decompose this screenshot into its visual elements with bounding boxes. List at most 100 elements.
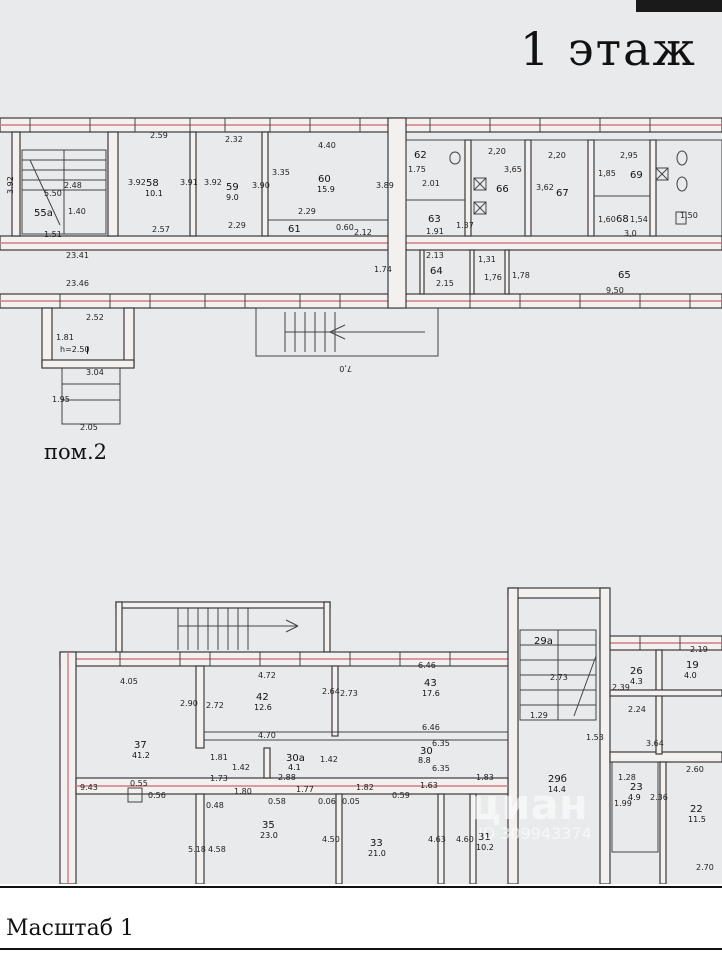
plan-label-9: 9.0 <box>226 193 239 202</box>
plan-label-36: 23.46 <box>66 279 89 288</box>
watermark-logo: циан <box>470 780 588 829</box>
plan-label-102: 3.64 <box>646 739 664 748</box>
plan-label-80: 2.88 <box>278 773 296 782</box>
plan-label-7: 10.1 <box>145 189 163 198</box>
footer-bottom-rule <box>0 948 722 950</box>
floor-plan-sheet: 1 этаж <box>0 0 722 884</box>
watermark-id: ID 309943374 <box>478 824 592 843</box>
floor-plan-drawing: 2.59 2.32 4.40 2,20 2,20 2,95 58 10.1 59… <box>0 117 722 884</box>
plan-label-12: 61 <box>288 224 301 235</box>
plan-label-69: 2.90 <box>180 699 198 708</box>
plan-label-110: 2.70 <box>696 863 714 872</box>
plan-label-112: 37 <box>134 740 147 751</box>
plan-label-50: 3,0 <box>624 229 637 238</box>
plan-label-64: 2.05 <box>80 423 98 432</box>
plan-label-32: 2.29 <box>228 221 246 230</box>
plan-label-3: 2,20 <box>488 147 506 156</box>
floor-title: 1 этаж <box>520 22 697 76</box>
plan-label-39: 1,31 <box>478 255 496 264</box>
plan-label-135: 23 <box>630 782 643 793</box>
room-label-pom2: пом.2 <box>44 440 108 464</box>
plan-label-59: 2.52 <box>86 313 104 322</box>
plan-label-124: 33 <box>370 838 383 849</box>
plan-label-11: 15.9 <box>317 185 335 194</box>
plan-label-93: 1.83 <box>476 773 494 782</box>
plan-label-44: 3,65 <box>504 165 522 174</box>
plan-label-48: 1,54 <box>630 215 648 224</box>
plan-label-115: 12.6 <box>254 703 272 712</box>
plan-label-105: 2.73 <box>550 673 568 682</box>
plan-label-10: 60 <box>318 174 331 185</box>
plan-label-101: 2.60 <box>686 765 704 774</box>
plan-label-42: 2.15 <box>436 279 454 288</box>
plan-label-46: 1,85 <box>598 169 616 178</box>
plan-label-108: 1.99 <box>614 799 632 808</box>
plan-label-17: 65 <box>618 270 631 281</box>
plan-label-45: 3,62 <box>536 183 554 192</box>
plan-label-28: 3.90 <box>252 181 270 190</box>
plan-label-87: 4.50 <box>322 835 340 844</box>
plan-label-68: 6.46 <box>418 661 436 670</box>
plan-label-77: 1.81 <box>210 753 228 762</box>
plan-label-117: 17.6 <box>422 689 440 698</box>
plan-label-90: 1.80 <box>234 787 252 796</box>
plan-label-75: 6.35 <box>432 739 450 748</box>
plan-label-98: 0.59 <box>392 791 410 800</box>
plan-label-96: 0.06 <box>318 797 336 806</box>
plan-label-123: 23.0 <box>260 831 278 840</box>
plan-label-49: 1,50 <box>680 211 698 220</box>
plan-label-132: 4.3 <box>630 677 643 686</box>
plan-label-31: 2.57 <box>152 225 170 234</box>
plan-label-60: 1.81 <box>56 333 74 342</box>
plan-label-116: 43 <box>424 678 437 689</box>
plan-label-95: 0.58 <box>268 797 286 806</box>
plan-label-23: I <box>86 346 89 357</box>
plan-label-67: 4.72 <box>258 671 276 680</box>
plan-label-74: 6.46 <box>422 723 440 732</box>
plan-label-94: 0.48 <box>206 801 224 810</box>
plan-label-99: 1.63 <box>420 781 438 790</box>
plan-label-138: 11.5 <box>688 815 706 824</box>
plan-label-125: 21.0 <box>368 849 386 858</box>
scale-label: Масштаб 1 <box>6 916 134 941</box>
plan-label-65: 7,0 <box>339 364 352 373</box>
plan-label-134: 4.0 <box>684 671 697 680</box>
plan-label-0: 2.59 <box>150 131 168 140</box>
plan-label-8: 59 <box>226 182 239 193</box>
plan-label-43: 9,50 <box>606 286 624 295</box>
plan-label-4: 2,20 <box>548 151 566 160</box>
plan-label-118: 30a <box>286 753 305 764</box>
plan-label-131: 26 <box>630 666 643 677</box>
plan-label-2: 4.40 <box>318 141 336 150</box>
plan-label-13: 2.29 <box>298 207 316 216</box>
plan-label-78: 1.42 <box>232 763 250 772</box>
plan-label-76: 6.35 <box>432 764 450 773</box>
plan-label-137: 22 <box>690 804 703 815</box>
plan-label-100: 2.19 <box>690 645 708 654</box>
plan-label-63: 1.95 <box>52 395 70 404</box>
plan-label-91: 1.77 <box>296 785 314 794</box>
plan-label-126: 31 <box>478 832 491 843</box>
plan-label-27: 3.92 <box>204 178 222 187</box>
plan-label-19: 67 <box>556 188 569 199</box>
footer-top-rule <box>0 886 722 888</box>
plan-label-106: 1.29 <box>530 711 548 720</box>
plan-label-130: 14.4 <box>548 785 566 794</box>
plan-label-24: 3.92 <box>6 176 15 194</box>
plan-label-127: 10.2 <box>476 843 494 852</box>
plan-label-82: 0.55 <box>130 779 148 788</box>
plan-label-51: 1.91 <box>426 227 444 236</box>
plan-label-56: 1.40 <box>68 207 86 216</box>
plan-label-97: 0.05 <box>342 797 360 806</box>
plan-label-129: 29б <box>548 774 567 785</box>
plan-label-103: 1.28 <box>618 773 636 782</box>
plan-label-109: 2.36 <box>650 793 668 802</box>
plan-label-121: 8.8 <box>418 756 431 765</box>
plan-label-114: 42 <box>256 692 269 703</box>
plan-label-40: 1,76 <box>484 273 502 282</box>
plan-label-70: 2.72 <box>206 701 224 710</box>
plan-label-83: 0.56 <box>148 791 166 800</box>
plan-label-73: 4.70 <box>258 731 276 740</box>
plan-label-72: 2.73 <box>340 689 358 698</box>
plan-label-47: 1,60 <box>598 215 616 224</box>
